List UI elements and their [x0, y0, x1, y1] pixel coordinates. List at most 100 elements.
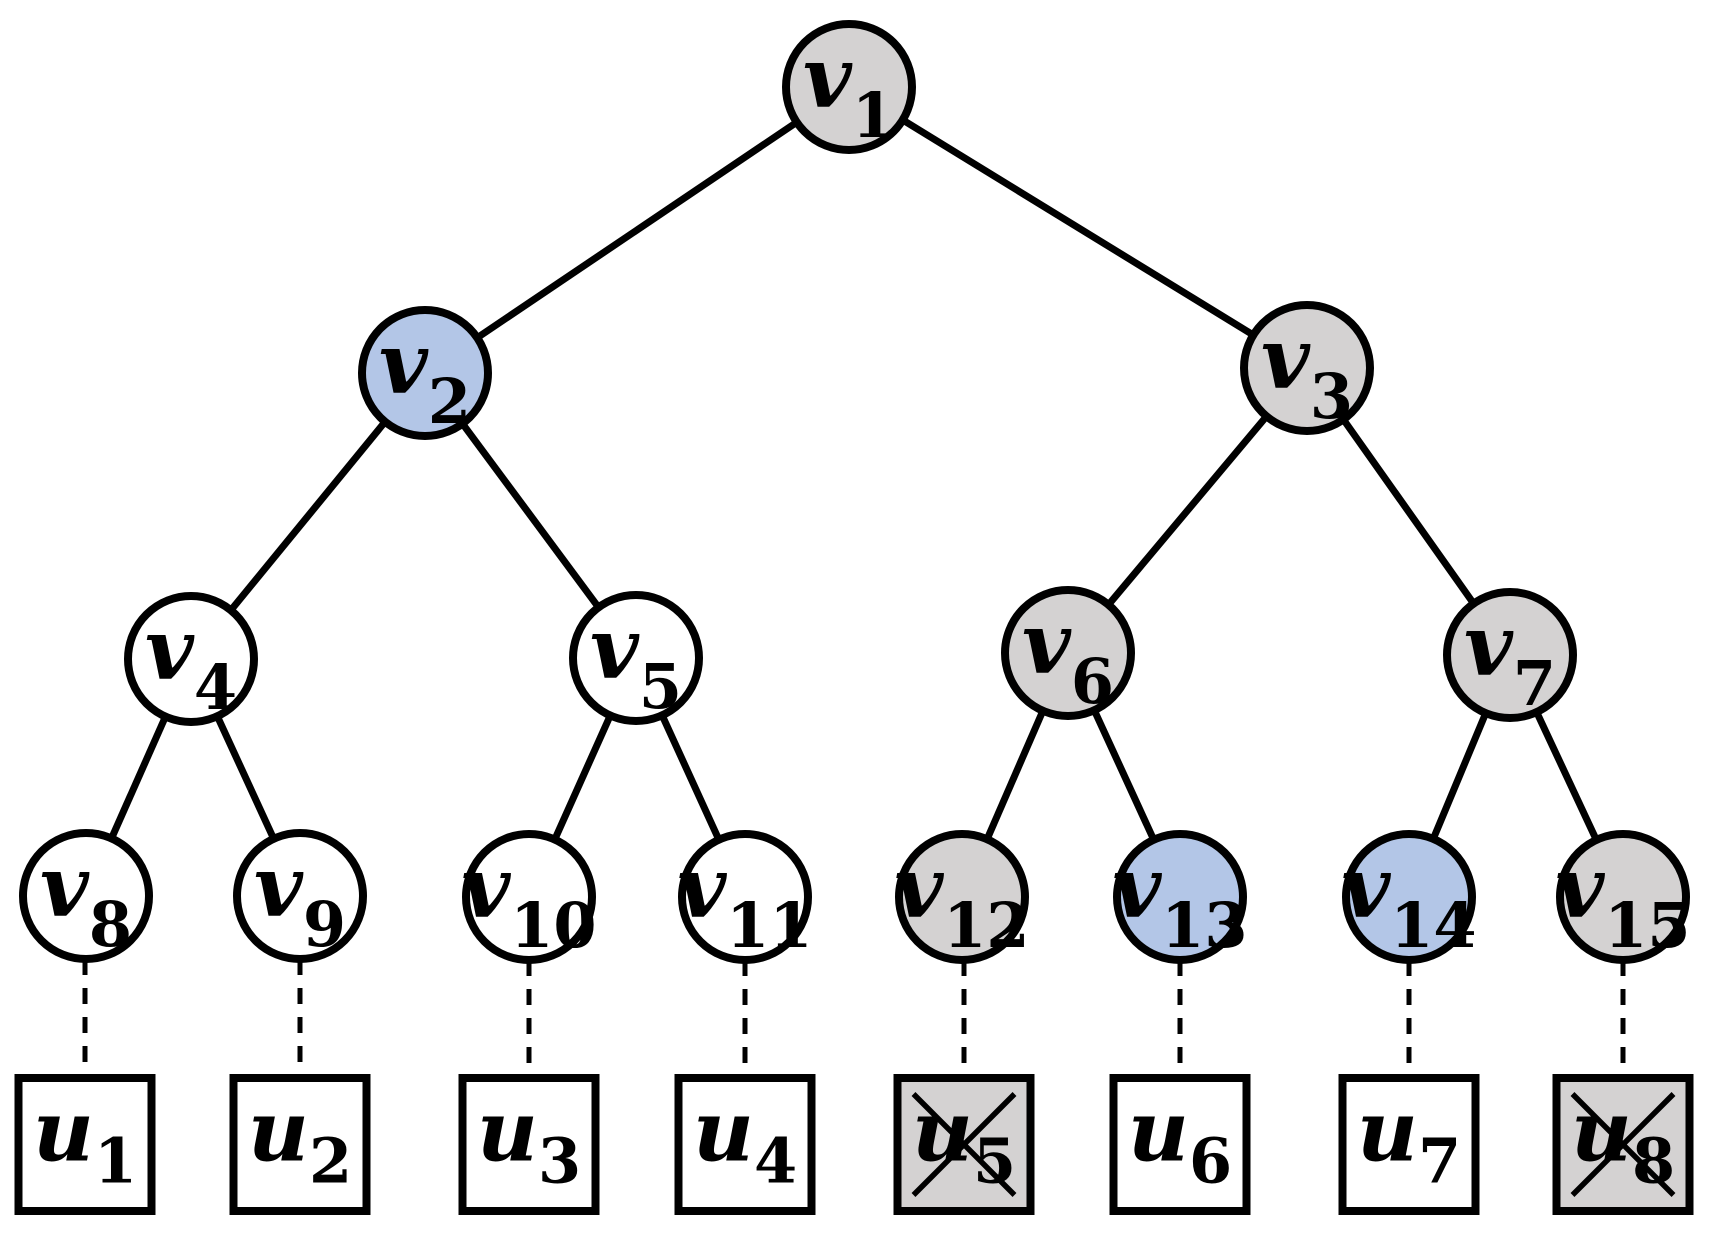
- leaf-u6-label: u6: [1128, 1082, 1232, 1198]
- node-v7: v7: [1443, 588, 1577, 722]
- leaf-u4-label: u4: [693, 1082, 797, 1198]
- node-v11-label-subscript: 11: [726, 889, 812, 962]
- node-v14-circle: [1342, 830, 1476, 964]
- leaf-u8-label: u8: [1571, 1082, 1675, 1198]
- edge-v1-v3: [847, 84, 1309, 371]
- node-v7-label: v7: [1464, 596, 1556, 720]
- leaf-u6: u6: [1109, 1074, 1251, 1215]
- node-v5-label-letter: v: [590, 599, 640, 698]
- leaf-u2: u2: [229, 1074, 371, 1215]
- leaf-u5-label-subscript: 5: [973, 1125, 1016, 1198]
- leaf-u1: u1: [14, 1074, 156, 1215]
- leaf-u6-square: [1109, 1074, 1251, 1215]
- node-v9-circle: [233, 829, 367, 963]
- node-v12-label: v12: [894, 838, 1029, 962]
- node-v8: v8: [19, 829, 153, 963]
- node-v10-label: v10: [461, 838, 596, 962]
- leaf-u7-label-letter: u: [1357, 1082, 1418, 1181]
- node-v6-label-subscript: 6: [1071, 645, 1114, 718]
- leaf-u2-label-letter: u: [248, 1082, 309, 1181]
- leaf-u3-label: u3: [477, 1082, 581, 1198]
- node-v12-label-subscript: 12: [943, 889, 1029, 962]
- node-v10-circle: [462, 830, 596, 964]
- node-v4-label-letter: v: [145, 600, 195, 699]
- node-v13-circle: [1113, 830, 1247, 964]
- node-v9-label-letter: v: [254, 837, 304, 936]
- node-v9: v9: [233, 829, 367, 963]
- leaf-u8-label-letter: u: [1571, 1082, 1632, 1181]
- node-v10-label-letter: v: [461, 838, 511, 937]
- node-v2-label: v2: [379, 314, 471, 438]
- node-v14: v14: [1341, 830, 1477, 964]
- leaf-u3: u3: [458, 1074, 600, 1215]
- node-v15-label-subscript: 15: [1604, 889, 1690, 962]
- leaf-u7-square: [1338, 1074, 1480, 1215]
- node-v1-label-subscript: 1: [852, 79, 895, 152]
- node-v13-label-subscript: 13: [1161, 889, 1247, 962]
- leaf-u7: u7: [1338, 1074, 1480, 1215]
- node-v3-label-letter: v: [1261, 309, 1311, 408]
- leaf-u5: u5: [893, 1074, 1035, 1215]
- node-v14-label-letter: v: [1341, 838, 1391, 937]
- node-v6-label: v6: [1022, 594, 1114, 718]
- node-v3: v3: [1240, 301, 1374, 435]
- leaf-u2-label-subscript: 2: [309, 1125, 352, 1198]
- node-v2-circle: [358, 306, 492, 440]
- node-v1-label: v1: [803, 28, 895, 152]
- node-v15: v15: [1555, 830, 1691, 964]
- leaf-u2-square: [229, 1074, 371, 1215]
- leaf-u6-label-letter: u: [1128, 1082, 1189, 1181]
- leaf-u4-label-letter: u: [693, 1082, 754, 1181]
- leaf-u3-square: [458, 1074, 600, 1215]
- node-v13: v13: [1112, 830, 1248, 964]
- node-v1-label-letter: v: [803, 28, 853, 127]
- node-v9-label: v9: [254, 837, 346, 961]
- node-v5: v5: [569, 591, 703, 725]
- leaf-u5-label: u5: [912, 1082, 1016, 1198]
- node-v15-circle: [1556, 830, 1690, 964]
- node-v11: v11: [677, 830, 813, 964]
- leaf-u4: u4: [674, 1074, 816, 1215]
- leaf-u1-square: [14, 1074, 156, 1215]
- node-v12-circle: [895, 830, 1029, 964]
- node-v12: v12: [894, 830, 1030, 964]
- leaf-u1-label-letter: u: [33, 1082, 94, 1181]
- leaf-u1-label: u1: [33, 1082, 137, 1198]
- node-v5-label-subscript: 5: [639, 650, 682, 723]
- leaf-u7-label-subscript: 7: [1418, 1125, 1461, 1198]
- node-v8-circle: [19, 829, 153, 963]
- node-v7-label-letter: v: [1464, 596, 1514, 695]
- node-v10: v10: [461, 830, 597, 964]
- node-v4: v4: [124, 592, 258, 726]
- leaf-u4-square: [674, 1074, 816, 1215]
- leaf-u2-label: u2: [248, 1082, 352, 1198]
- leaf-u3-label-subscript: 3: [538, 1125, 581, 1198]
- node-v15-label: v15: [1555, 838, 1690, 962]
- node-v1: v1: [782, 20, 916, 154]
- node-v8-label: v8: [40, 837, 132, 961]
- node-v8-label-subscript: 8: [89, 888, 132, 961]
- node-v4-label: v4: [145, 600, 237, 724]
- node-v2-label-letter: v: [379, 314, 429, 413]
- leaf-u1-label-subscript: 1: [94, 1125, 137, 1198]
- node-v5-circle: [569, 591, 703, 725]
- node-v2: v2: [358, 306, 492, 440]
- node-v10-label-subscript: 10: [510, 889, 596, 962]
- node-v13-label-letter: v: [1112, 838, 1162, 937]
- node-v13-label: v13: [1112, 838, 1247, 962]
- node-v5-label: v5: [590, 599, 682, 723]
- node-v4-circle: [124, 592, 258, 726]
- edge-v1-v2: [423, 84, 851, 376]
- leaf-u7-label: u7: [1357, 1082, 1461, 1198]
- node-v2-label-subscript: 2: [428, 365, 471, 438]
- node-v11-label: v11: [677, 838, 812, 962]
- leaf-u5-cross-line: [911, 1092, 1017, 1197]
- node-v3-circle: [1240, 301, 1374, 435]
- node-v14-label-subscript: 14: [1390, 889, 1476, 962]
- node-v6-circle: [1001, 586, 1135, 720]
- node-v1-circle: [782, 20, 916, 154]
- leaf-u4-label-subscript: 4: [754, 1125, 797, 1198]
- node-v9-label-subscript: 9: [303, 888, 346, 961]
